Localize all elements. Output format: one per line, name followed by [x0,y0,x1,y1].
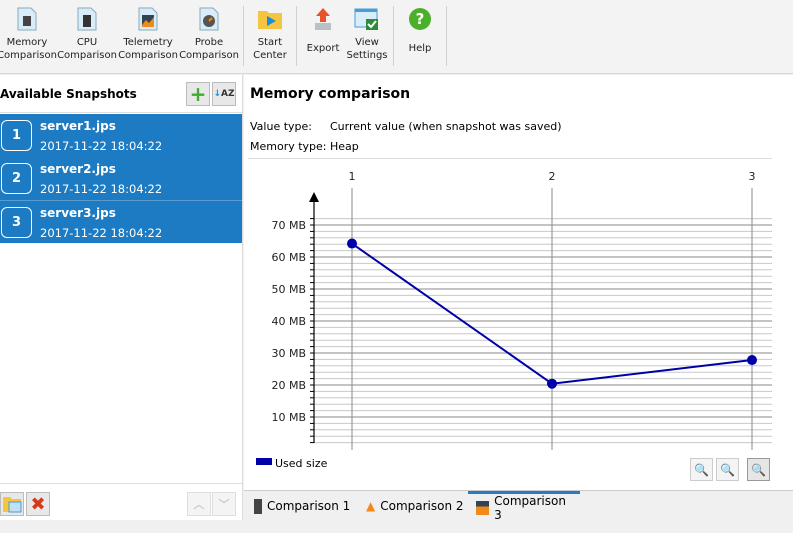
folder-icon [3,497,22,513]
zoom-out-button[interactable]: 🔍 [716,458,739,481]
cpu-icon [74,6,100,32]
export-icon [310,6,336,32]
value-type-value: Current value (when snapshot was saved) [330,120,562,133]
comparison-tabs: Comparison 1 ▲Comparison 2 Comparison 3 [244,490,793,522]
x-tick-label: 1 [349,170,356,183]
move-down-button[interactable]: ﹀ [212,492,236,516]
y-tick-label: 70 MB [271,219,306,232]
toolbar-separator [446,6,447,66]
data-point [747,355,757,366]
probe-icon [196,6,222,32]
sort-az-icon: ↓AZ [213,89,235,99]
probe-icon: ▲ [366,499,376,513]
x-tick-label: 2 [549,170,556,183]
memory-icon [14,6,40,32]
y-tick-label: 30 MB [271,347,306,360]
chevron-up-icon: ︿ [193,498,205,511]
snapshots-title: Available Snapshots [0,87,137,101]
cpu-icon [254,498,262,514]
y-tick-label: 50 MB [271,283,306,296]
svg-text:?: ? [416,10,425,28]
view-settings-icon [354,6,380,32]
zoom-reset-icon: 🔍 [751,462,766,477]
help-icon: ? [407,6,433,32]
tab-comparison-2[interactable]: ▲Comparison 2 [366,499,464,513]
sort-button[interactable]: ↓AZ [212,82,236,106]
chevron-down-icon: ﹀ [218,498,230,511]
x-tick-label: 3 [749,170,756,183]
help-button[interactable]: ?Help [400,6,440,68]
y-tick-label: 60 MB [271,251,306,264]
zoom-reset-button[interactable]: 🔍 [747,458,770,481]
memory-chart: 10 MB 20 MB 30 MB 40 MB 50 MB 60 MB 70 MB 1 2 3 [271,170,772,450]
y-tick-label: 10 MB [271,411,306,424]
y-tick-label: 20 MB [271,379,306,392]
legend-swatch [256,458,272,465]
plus-icon: + [189,82,207,106]
close-icon: ✖ [30,493,46,515]
legend-label: Used size [275,457,328,470]
add-snapshot-button[interactable]: + [186,82,210,106]
value-type-label: Value type: [250,120,312,133]
zoom-in-button[interactable]: 🔍 [690,458,713,481]
move-up-button[interactable]: ︿ [187,492,211,516]
telemetry-icon [135,6,161,32]
y-tick-label: 40 MB [271,315,306,328]
start-center-icon [257,6,283,32]
tab-comparison-1[interactable]: Comparison 1 [254,491,350,521]
page-title: Memory comparison [250,86,411,102]
data-point [347,238,357,249]
tab-comparison-3[interactable]: Comparison 3 [468,491,580,522]
delete-snapshot-button[interactable]: ✖ [26,492,50,516]
export-button[interactable]: Export [303,6,343,68]
telemetry-icon [476,500,490,515]
memory-type-label: Memory type: [250,140,327,153]
toolbar-separator [393,6,394,66]
open-snapshot-button[interactable] [0,492,24,516]
zoom-in-icon: 🔍 [694,462,709,477]
toolbar-separator [296,6,297,66]
memory-type-value: Heap [330,140,359,153]
data-point [547,378,557,389]
zoom-out-icon: 🔍 [720,462,735,477]
y-axis-arrow [309,192,319,202]
toolbar-separator [243,6,244,66]
comparison-view: Memory comparison Value type: Current va… [244,75,793,490]
